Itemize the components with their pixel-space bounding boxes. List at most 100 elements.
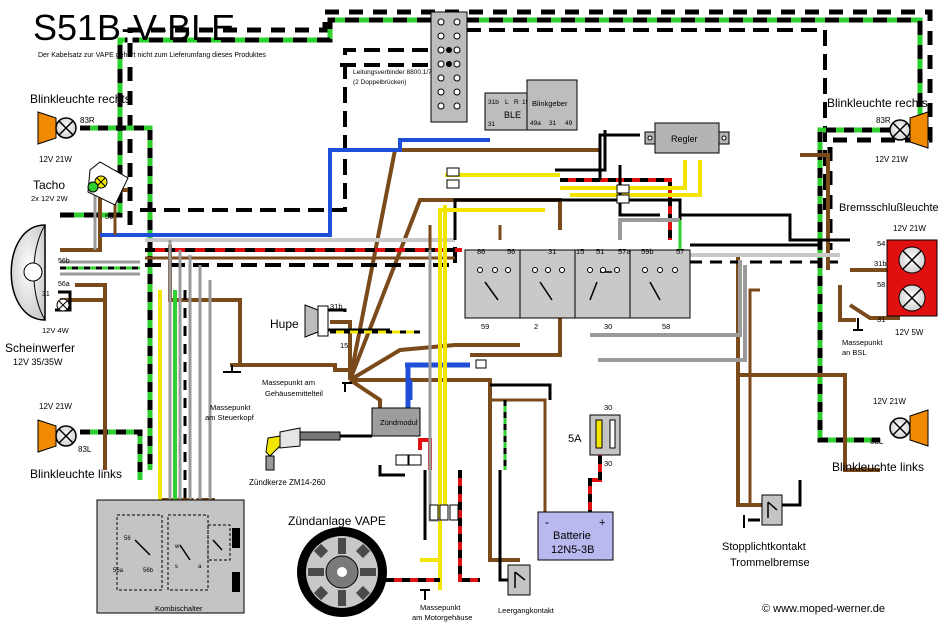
svg-text:31: 31 [488,121,496,128]
svg-text:83R: 83R [80,116,95,125]
connector-block [430,11,468,123]
svg-text:56: 56 [124,536,131,542]
relay-terminal-86: 86 [477,247,485,256]
svg-text:54: 54 [877,239,885,248]
tail-light [886,239,938,317]
svg-text:31: 31 [877,315,885,324]
svg-text:12V 21W: 12V 21W [39,155,72,164]
svg-text:2x 12V 2W: 2x 12V 2W [31,194,69,203]
blinker-front-right [37,111,77,145]
regulator-label: Regler [671,134,698,144]
relay-terminal-51: 51 [596,247,604,256]
inline-connectors [395,167,630,521]
fuse [589,414,621,456]
brake-contact-label: Stopplichtkontakt [722,541,806,553]
svg-text:a: a [198,564,202,570]
diagram-subtitle: Der Kabelsatz zur VAPE gehört nicht zum … [38,52,266,59]
flasher-label: Blinkgeber [532,99,568,108]
svg-text:Massepunkt: Massepunkt [210,403,251,412]
tail-light-label: Bremsschlußleuchte [839,202,939,214]
svg-text:12V 21W: 12V 21W [39,402,72,411]
ground-housing [342,382,352,392]
relay-terminal-59b: 59b [641,247,654,256]
spark-plug-label: Zündkerze ZM14-260 [249,478,326,487]
blinker-rear-right [889,111,929,149]
tacho-label: Tacho [33,178,65,192]
svg-text:w: w [174,544,180,550]
ground-engine [420,589,430,600]
wire-black-white-inner [140,48,440,212]
ground-steering [223,365,241,373]
blinker-rear-left [889,409,929,447]
relay-terminal-57: 57 [676,247,684,256]
blinker-rear-left-label: Blinkleuchte links [832,460,924,474]
svg-text:56: 56 [105,212,113,221]
battery-label: Batterie [553,530,591,542]
svg-text:+: + [599,517,605,529]
ignition-module: Zündmodul [371,407,421,437]
wires [55,9,933,590]
ground-bsl [853,318,863,331]
svg-text:an BSL: an BSL [842,348,867,357]
svg-text:56a: 56a [58,281,70,288]
svg-text:am Motorgehäuse: am Motorgehäuse [412,613,472,622]
blinker-front-left-label: Blinkleuchte links [30,467,122,481]
switch-label: Kombischalter [155,604,203,613]
relay-terminal-2: 2 [534,322,538,331]
wire-grey [590,260,742,337]
svg-text:56b: 56b [58,258,70,265]
spark-plug [265,427,372,471]
svg-text:31: 31 [549,120,557,127]
wire-brown-center [230,363,350,372]
ignition-label: Zündanlage VAPE [288,514,386,528]
headlight [10,224,70,321]
svg-text:am Steuerkopf: am Steuerkopf [205,413,255,422]
svg-text:s: s [175,564,178,570]
svg-text:15: 15 [340,341,348,350]
wire-yellow-ignition [438,208,545,590]
svg-text:-: - [545,515,549,529]
voltage-regulator: Regler [644,122,730,154]
wire-brown-left [60,283,107,470]
relay-terminal-labels: 86 56 31 15 51 57a 59b 57 59 2 30 58 [477,247,684,331]
fuse-label: 5A [568,433,582,445]
relay-block [464,249,691,319]
relay-terminal-59: 59 [481,322,489,331]
connector-label-2: (2 Doppelbrücken) [353,79,406,86]
svg-text:49a: 49a [530,120,541,127]
copyright: © www.moped-werner.de [762,603,885,615]
idle-contact-label: Leergangkontakt [498,606,555,615]
svg-text:58: 58 [877,280,885,289]
relay-terminal-31: 31 [548,247,556,256]
idle-contact [507,564,531,596]
svg-text:R: R [514,99,519,106]
connector-label: Leitungsverbinder 8800.1/7 [353,69,432,76]
svg-text:Massepunkt am: Massepunkt am [262,378,315,387]
vape-stator [297,527,387,617]
horn-label: Hupe [270,317,299,331]
svg-text:30: 30 [604,459,612,468]
brake-contact-label-2: Trommelbremse [730,557,810,569]
tacho [87,161,129,206]
relay-terminal-15: 15 [576,247,584,256]
relay-terminal-58: 58 [662,322,670,331]
svg-text:12V 5W: 12V 5W [895,328,924,337]
headlight-label: Scheinwerfer [5,341,75,355]
svg-text:12V 21W: 12V 21W [875,155,908,164]
wire-yellow [560,160,687,190]
svg-text:12V 21W: 12V 21W [893,224,926,233]
svg-text:83L: 83L [870,437,884,446]
ignition-module-label: Zündmodul [380,418,418,427]
svg-text:31b: 31b [330,302,343,311]
svg-text:31b: 31b [488,99,499,106]
svg-text:83R: 83R [876,116,891,125]
relay-terminal-57a: 57a [618,247,631,256]
ble-label: BLE [504,110,521,120]
svg-text:83L: 83L [78,445,92,454]
svg-text:31b: 31b [874,259,887,268]
wire-white-black-top [127,9,933,250]
combination-switch [96,499,245,614]
blinker-front-left [37,419,77,453]
relay-terminal-56: 56 [507,247,515,256]
